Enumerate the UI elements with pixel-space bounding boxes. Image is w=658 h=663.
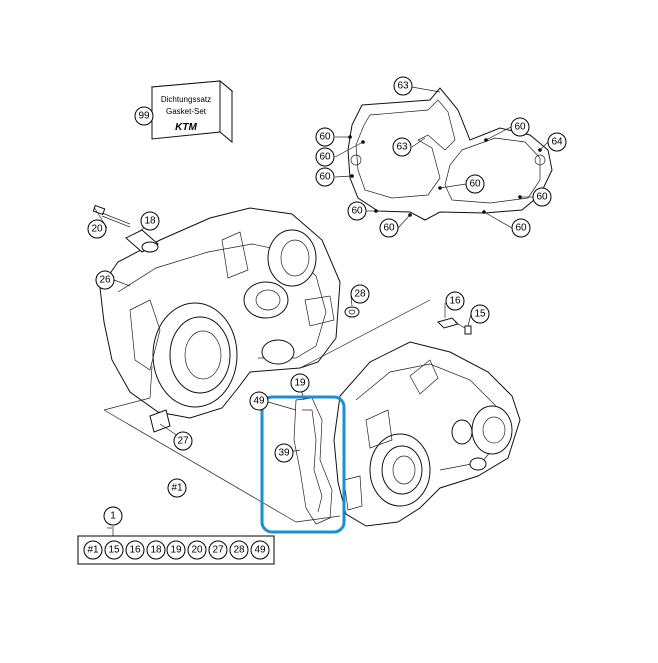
svg-text:49: 49: [254, 545, 266, 556]
ktm-logo-text: KTM: [175, 122, 197, 133]
kit-item-49[interactable]: 49: [250, 540, 270, 560]
svg-text:60: 60: [319, 132, 331, 143]
svg-text:64: 64: [551, 137, 563, 148]
svg-text:18: 18: [150, 545, 162, 556]
callout-27[interactable]: 27: [173, 431, 193, 451]
svg-text:28: 28: [354, 289, 366, 300]
svg-text:60: 60: [536, 192, 548, 203]
callout-63-top[interactable]: 63: [393, 76, 413, 96]
bearing-28: [344, 306, 360, 318]
dowel-sleeve-27: [149, 409, 171, 433]
dowel-sleeve-18: [125, 229, 159, 253]
kit-item-19[interactable]: 19: [166, 540, 186, 560]
callout-15[interactable]: 15: [470, 304, 490, 324]
svg-text:19: 19: [170, 545, 182, 556]
svg-text:39: 39: [278, 448, 290, 459]
callout-16[interactable]: 16: [445, 291, 465, 311]
svg-text:19: 19: [294, 378, 306, 389]
kit-item-27[interactable]: 27: [208, 540, 228, 560]
callout-26[interactable]: 26: [95, 270, 115, 290]
svg-text:28: 28: [233, 545, 245, 556]
svg-text:20: 20: [191, 545, 203, 556]
svg-text:63: 63: [396, 142, 408, 153]
kit-item-18[interactable]: 18: [146, 540, 166, 560]
callout-39[interactable]: 39: [274, 443, 294, 463]
kit-item-28[interactable]: 28: [229, 540, 249, 560]
svg-text:16: 16: [129, 545, 141, 556]
gasket-set-label-en: Gasket-Set: [166, 107, 207, 116]
callout-60-i[interactable]: 60: [511, 218, 531, 238]
callout-60-e[interactable]: 60: [379, 218, 399, 238]
callout-60-b[interactable]: 60: [315, 147, 335, 167]
callout-63-mid[interactable]: 63: [392, 137, 412, 157]
callout-60-c[interactable]: 60: [315, 167, 335, 187]
svg-text:27: 27: [212, 545, 224, 556]
callout-60-d[interactable]: 60: [347, 201, 367, 221]
svg-text:60: 60: [319, 152, 331, 163]
svg-text:18: 18: [144, 216, 156, 227]
callout-1[interactable]: 1: [103, 506, 123, 526]
svg-text:99: 99: [138, 111, 150, 122]
callout-60-g[interactable]: 60: [510, 117, 530, 137]
callout-28[interactable]: 28: [350, 284, 370, 304]
svg-text:60: 60: [383, 223, 395, 234]
svg-text:60: 60: [319, 172, 331, 183]
gasket-leader-lines: [334, 86, 549, 229]
left-crankcase-half: [99, 207, 341, 419]
assembly-leader-lines: [93, 206, 472, 536]
svg-text:#1: #1: [171, 483, 183, 494]
svg-text:1: 1: [110, 511, 116, 522]
svg-text:26: 26: [99, 275, 111, 286]
svg-text:60: 60: [469, 179, 481, 190]
kit-row-callouts: #1 15 16 18 19 20 27 28 49: [83, 540, 270, 560]
callout-19[interactable]: 19: [290, 373, 310, 393]
callout-hash1[interactable]: #1: [167, 478, 187, 498]
callout-99[interactable]: 99: [134, 106, 154, 126]
kit-item-15[interactable]: 15: [104, 540, 124, 560]
svg-text:27: 27: [177, 436, 189, 447]
svg-text:16: 16: [449, 296, 461, 307]
gasket-set-label-de: Dichtungssatz: [161, 95, 211, 104]
callout-60-a[interactable]: 60: [315, 127, 335, 147]
callout-18[interactable]: 18: [140, 211, 160, 231]
kit-item-hash1[interactable]: #1: [83, 540, 103, 560]
gasket-set-box: Dichtungssatz Gasket-Set KTM: [150, 79, 234, 144]
callout-20[interactable]: 20: [87, 219, 107, 239]
svg-text:60: 60: [514, 122, 526, 133]
highlight-frame[interactable]: [260, 395, 346, 534]
svg-text:20: 20: [91, 224, 103, 235]
svg-text:15: 15: [474, 309, 486, 320]
callout-64[interactable]: 64: [547, 132, 567, 152]
callout-49[interactable]: 49: [249, 391, 269, 411]
svg-text:15: 15: [108, 545, 120, 556]
svg-text:63: 63: [397, 81, 409, 92]
crankcase-gasket: [347, 87, 553, 221]
svg-text:60: 60: [351, 206, 363, 217]
kit-item-16[interactable]: 16: [125, 540, 145, 560]
kit-item-20[interactable]: 20: [187, 540, 207, 560]
svg-text:60: 60: [515, 223, 527, 234]
right-crankcase-half: [333, 341, 521, 527]
screw-16: [437, 317, 472, 335]
center-gasket-39: [293, 397, 333, 525]
svg-text:49: 49: [253, 396, 265, 407]
callout-60-h[interactable]: 60: [532, 187, 552, 207]
callout-60-f[interactable]: 60: [465, 174, 485, 194]
svg-text:#1: #1: [87, 545, 99, 556]
